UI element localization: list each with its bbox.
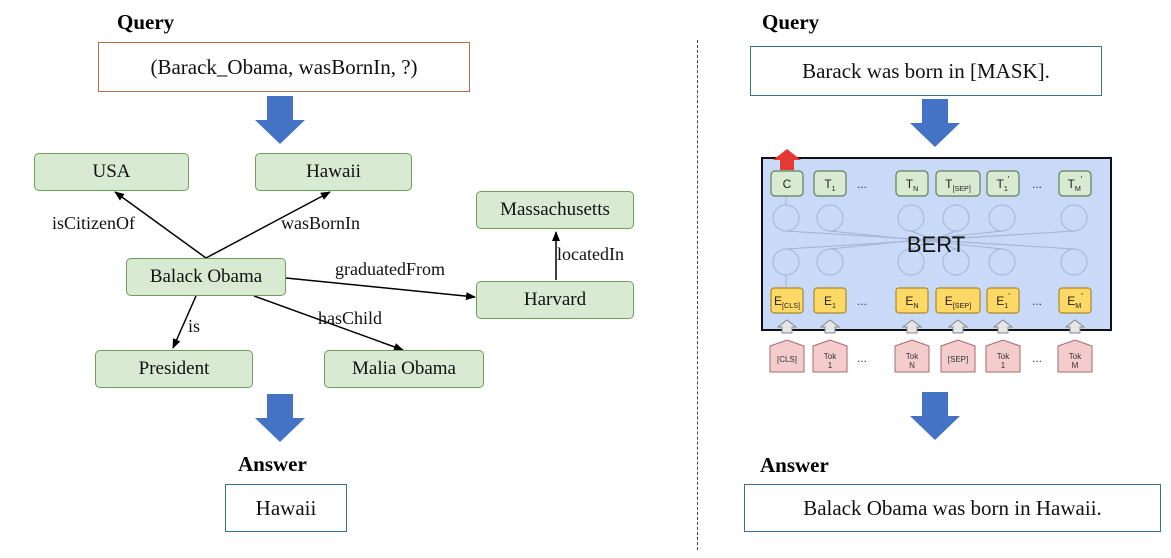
right-down-arrow-icon xyxy=(910,99,960,147)
edge-has-child xyxy=(253,295,404,351)
embedding-token-box xyxy=(770,287,804,314)
output-token-label: T[SEP] xyxy=(945,177,971,193)
output-token-label: T1 xyxy=(824,177,835,193)
edge-graduated-from xyxy=(285,277,476,301)
input-token-sub-label: 1 xyxy=(828,361,833,370)
embedding-token-label: E[CLS] xyxy=(774,294,800,310)
edge-is-citizen-of xyxy=(114,191,207,259)
input-token-label: Tok xyxy=(1069,352,1082,361)
embedding-token-label: E[SEP] xyxy=(945,294,971,310)
output-token-box xyxy=(1058,170,1092,197)
embedding-token-box xyxy=(1058,287,1092,314)
input-token-box xyxy=(985,339,1021,373)
embedding-token-label: E1' xyxy=(996,291,1010,310)
input-token-label: [CLS] xyxy=(777,355,797,364)
right-answer-box: Balack Obama was born in Hawaii. xyxy=(744,484,1161,532)
bert-title: BERT xyxy=(907,232,965,257)
right-query-box: Barack was born in [MASK]. xyxy=(750,46,1102,96)
output-token-label: TM' xyxy=(1068,174,1083,193)
left-answer-heading: Answer xyxy=(238,452,307,476)
output-token-box xyxy=(813,170,847,197)
embedding-token-label: E1 xyxy=(824,294,836,310)
input-token-label: [SEP] xyxy=(948,355,968,364)
edge-label-located-in: locatedIn xyxy=(557,244,624,264)
input-up-arrow-icon xyxy=(819,319,841,334)
left-query-box: (Barack_Obama, wasBornIn, ?) xyxy=(98,42,470,92)
edge-label-is: is xyxy=(188,316,201,336)
embedding-token-label: EM' xyxy=(1067,291,1083,310)
embedding-token-label: EN xyxy=(905,294,918,310)
input-token-box xyxy=(812,339,848,373)
ellipsis-label: ... xyxy=(857,294,867,308)
panel-divider xyxy=(697,40,698,550)
ellipsis-label: ... xyxy=(1032,177,1042,191)
right-answer-heading: Answer xyxy=(760,453,829,477)
edge-label-has-child: hasChild xyxy=(318,308,383,328)
bert-hidden-network xyxy=(772,196,1088,288)
edge-label-graduated-from: graduatedFrom xyxy=(335,259,445,279)
input-token-sub-label: 1 xyxy=(1001,361,1006,370)
edge-label-was-born-in: wasBornIn xyxy=(281,213,360,233)
red-output-arrow-icon xyxy=(773,149,801,170)
embedding-token-box xyxy=(895,287,929,314)
ellipsis-label: ... xyxy=(857,351,867,365)
output-token-label: TN xyxy=(906,177,919,193)
right-answer-arrow-icon xyxy=(910,392,960,440)
ellipsis-label: ... xyxy=(1032,351,1042,365)
edge-was-born-in xyxy=(205,191,331,259)
output-token-label: C xyxy=(783,177,792,191)
node-obama: Balack Obama xyxy=(126,258,286,296)
node-massachusetts: Massachusetts xyxy=(476,191,634,229)
input-token-label: Tok xyxy=(824,352,837,361)
input-up-arrow-icon xyxy=(947,319,969,334)
left-query-heading: Query xyxy=(117,10,175,34)
output-token-box xyxy=(770,170,804,197)
left-answer-box: Hawaii xyxy=(225,484,347,532)
right-query-heading: Query xyxy=(762,10,820,34)
input-token-box xyxy=(940,339,976,373)
input-up-arrow-icon xyxy=(901,319,923,334)
input-up-arrow-icon xyxy=(1064,319,1086,334)
input-up-arrow-icon xyxy=(776,319,798,334)
input-token-box xyxy=(1057,339,1093,373)
node-malia: Malia Obama xyxy=(324,350,484,388)
output-token-box xyxy=(935,170,981,197)
bert-diagram: BERT C T1 TN T[SEP] T1' TM' E[CLS] E1 EN E[SEP] E1… xyxy=(761,99,1112,440)
embedding-token-box xyxy=(935,287,981,314)
input-token-box xyxy=(894,339,930,373)
node-harvard: Harvard xyxy=(476,281,634,319)
input-token-label: Tok xyxy=(906,352,919,361)
input-token-box xyxy=(769,339,805,373)
output-token-box xyxy=(895,170,929,197)
edge-is xyxy=(172,295,197,349)
embedding-token-box xyxy=(813,287,847,314)
input-token-label: Tok xyxy=(997,352,1010,361)
node-president: President xyxy=(95,350,253,388)
left-graph-diagram xyxy=(114,96,560,442)
left-down-arrow-icon xyxy=(255,96,305,144)
embedding-token-box xyxy=(986,287,1020,314)
input-up-arrow-icon xyxy=(992,319,1014,334)
input-token-sub-label: N xyxy=(909,361,915,370)
ellipsis-label: ... xyxy=(1032,294,1042,308)
node-hawaii: Hawaii xyxy=(255,153,412,191)
output-token-label: T1' xyxy=(997,174,1010,193)
left-answer-arrow-icon xyxy=(255,394,305,442)
node-usa: USA xyxy=(34,153,189,191)
edge-label-is-citizen-of: isCitizenOf xyxy=(52,213,135,233)
input-token-sub-label: M xyxy=(1072,361,1079,370)
ellipsis-label: ... xyxy=(857,177,867,191)
output-token-box xyxy=(986,170,1020,197)
